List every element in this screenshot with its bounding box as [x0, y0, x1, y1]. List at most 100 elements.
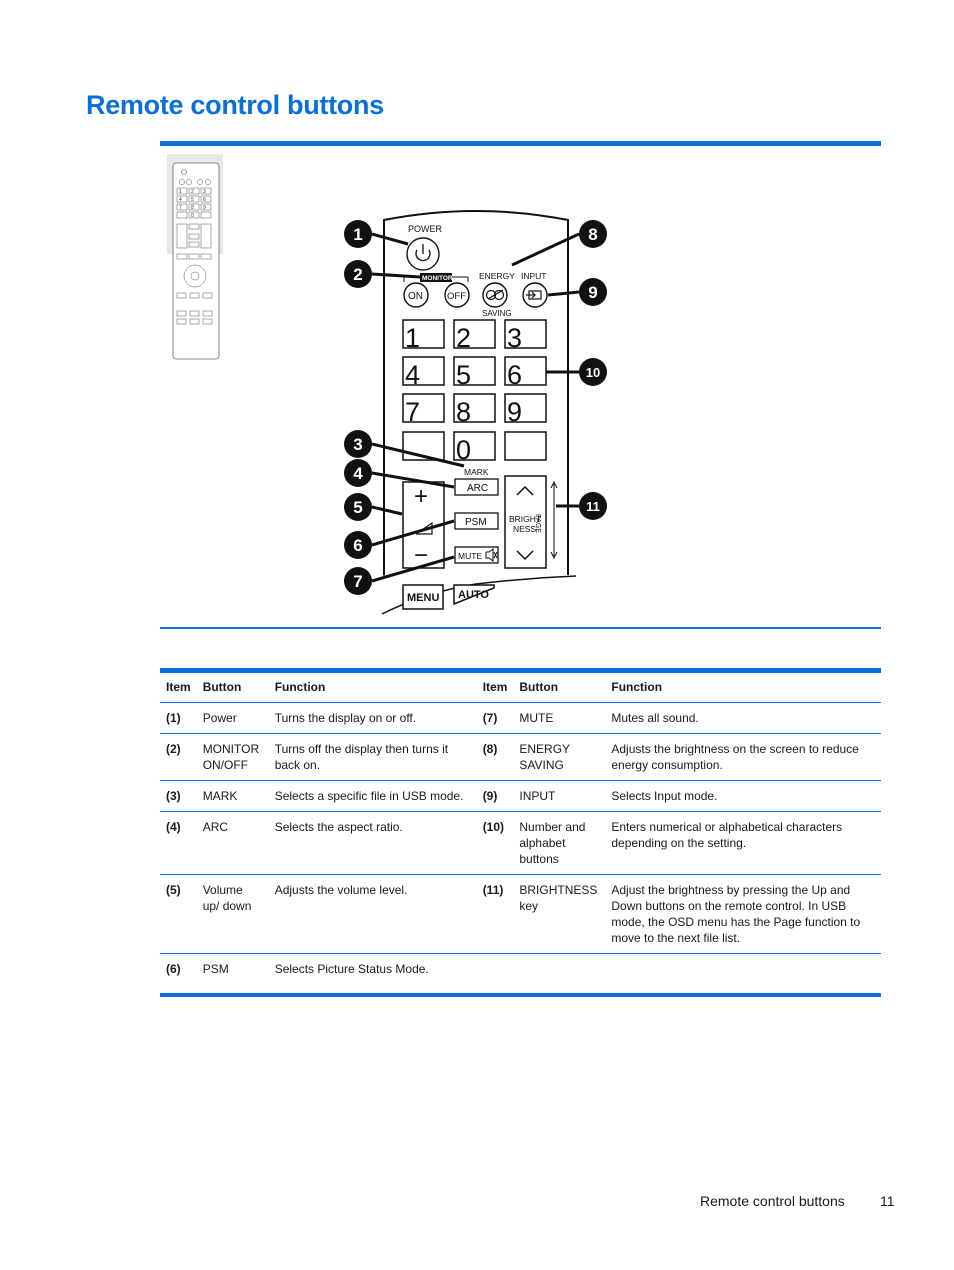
item-cell: (5)	[160, 874, 197, 954]
callout-5	[344, 493, 372, 521]
header-function-right: Function	[605, 673, 881, 703]
key-0	[453, 431, 496, 461]
on-label: ON	[408, 291, 423, 302]
button-cell: INPUT	[513, 780, 606, 812]
function-cell: Adjust the brightness by pressing the Up…	[605, 874, 881, 954]
button-cell: BRIGHTNESS key	[513, 874, 606, 954]
power-icon	[415, 244, 431, 262]
mute-label: MUTE	[458, 551, 482, 561]
key-1	[402, 319, 445, 349]
remote-control-diagram: POWER MONITOR ON OFF ENERGY SAVING INPUT	[344, 210, 607, 616]
energy-saving-icon	[485, 289, 505, 301]
energy-label: ENERGY	[479, 271, 515, 281]
button-cell: Number and alphabet buttons	[513, 811, 606, 875]
table-bottom-rule	[160, 993, 881, 997]
psm-label: PSM	[465, 517, 487, 528]
power-label: POWER	[408, 224, 443, 234]
auto-button	[453, 584, 495, 606]
table-row: (5) Volume up/ down Adjusts the volume l…	[160, 874, 881, 954]
svg-text:3: 3	[203, 189, 206, 195]
digit-1: 1	[405, 323, 420, 353]
callout-11	[579, 492, 607, 520]
callout-1	[344, 220, 372, 248]
key-7	[402, 393, 445, 423]
function-cell: Selects Picture Status Mode.	[274, 962, 429, 976]
input-label: INPUT	[521, 271, 547, 281]
button-cell	[513, 954, 605, 985]
digit-6: 6	[507, 360, 522, 390]
header-item-left: Item	[160, 673, 197, 703]
auto-label: AUTO	[458, 589, 489, 601]
digit-7: 7	[405, 397, 420, 427]
header-button-right: Button	[513, 673, 606, 703]
key-5	[453, 356, 496, 386]
callout-2-number: 2	[353, 265, 362, 284]
key-8	[453, 393, 496, 423]
function-cell	[605, 954, 881, 985]
callout-5-number: 5	[353, 498, 362, 517]
button-cell: MARK	[196, 780, 269, 812]
brightness-rocker	[504, 475, 547, 569]
digit-2: 2	[456, 323, 471, 353]
digit-0: 0	[456, 435, 471, 465]
svg-text:5: 5	[191, 197, 194, 203]
callout-11-number: 11	[586, 499, 600, 514]
page-label: PAGE	[534, 514, 541, 533]
function-cell: Mutes all sound.	[605, 702, 881, 734]
remote-functions-table: Item Button Function Item Button Functio…	[160, 673, 881, 984]
menu-button	[402, 584, 444, 610]
table-row: (6) PSM Selects Picture Status Mode.	[160, 954, 881, 985]
table-row: (4) ARC Selects the aspect ratio. (10) N…	[160, 811, 881, 875]
key-3	[504, 319, 547, 349]
table-header-row: Item Button Function Item Button Functio…	[160, 673, 881, 703]
key-2	[453, 319, 496, 349]
item-cell: (9)	[476, 780, 514, 812]
monitor-label: MONITOR	[422, 275, 453, 282]
button-cell: Volume up/ down	[196, 874, 269, 954]
button-cell: MUTE	[513, 702, 606, 734]
callout-8-number: 8	[588, 225, 597, 244]
callout-7	[344, 567, 372, 595]
svg-text:4: 4	[179, 197, 182, 203]
figure-bottom-rule	[160, 627, 881, 629]
page-arrow-icon	[550, 480, 558, 560]
callout-6	[344, 531, 372, 559]
mark-label: MARK	[464, 467, 489, 477]
button-cell: ENERGY SAVING	[513, 733, 606, 781]
table-row: (3) MARK Selects a specific file in USB …	[160, 780, 881, 812]
callout-1-number: 1	[353, 225, 362, 244]
item-cell: (6)	[166, 962, 181, 976]
mute-icon	[485, 548, 498, 562]
callout-9-number: 9	[588, 283, 597, 302]
volume-minus-label: −	[414, 542, 428, 569]
page-number: 11	[880, 1193, 895, 1209]
button-cell: MONITOR ON/OFF	[196, 733, 269, 781]
volume-plus-label: +	[414, 483, 428, 510]
arc-label: ARC	[467, 483, 488, 494]
brightness-up-icon	[516, 485, 534, 496]
function-cell: Enters numerical or alphabetical charact…	[605, 811, 881, 875]
header-function-left: Function	[268, 673, 477, 703]
monitor-on-button	[403, 282, 429, 308]
saving-label: SAVING	[482, 309, 512, 318]
digit-9: 9	[507, 397, 522, 427]
item-cell	[477, 954, 514, 985]
svg-text:9: 9	[203, 205, 206, 211]
callout-9	[579, 278, 607, 306]
callout-3	[344, 430, 372, 458]
callout-7-number: 7	[353, 572, 362, 591]
svg-text:8: 8	[191, 205, 194, 211]
function-cell: Turns the display on or off.	[268, 702, 477, 734]
key-9	[504, 393, 547, 423]
footer-section-title: Remote control buttons	[700, 1193, 845, 1209]
svg-text:7: 7	[179, 205, 182, 211]
function-cell: Selects a specific file in USB mode.	[268, 780, 477, 812]
callout-4-number: 4	[353, 464, 363, 483]
function-cell: Adjusts the volume level.	[268, 874, 477, 954]
callout-3-number: 3	[353, 435, 362, 454]
item-cell: (11)	[476, 874, 514, 954]
header-item-right: Item	[476, 673, 514, 703]
header-button-left: Button	[196, 673, 269, 703]
key-4	[402, 356, 445, 386]
